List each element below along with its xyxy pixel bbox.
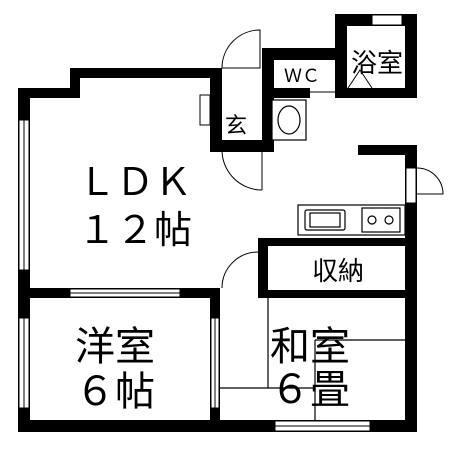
- right-door-swing: [416, 167, 444, 195]
- wall-top-step: [70, 68, 80, 98]
- ldk-name: ＬＤＫ: [78, 160, 192, 204]
- wall-entrance-bottom: [210, 140, 262, 152]
- wall-top-mid: [70, 68, 220, 78]
- storage-name: 収納: [312, 257, 364, 287]
- wall-storage-bottom: [258, 290, 417, 298]
- openings: [18, 14, 417, 432]
- doors: [221, 29, 444, 289]
- bath-name: 浴室: [351, 49, 403, 79]
- wall-kitchen-top: [358, 145, 417, 155]
- wall-entrance-left: [210, 68, 222, 150]
- japanese-name: 和室: [270, 324, 350, 370]
- wall-bottom-left: [18, 420, 213, 432]
- storage-door-swing: [221, 251, 259, 289]
- wall-wc-left: [262, 48, 274, 152]
- entrance-name: 玄: [225, 114, 247, 139]
- door-ldk-swing: [221, 149, 263, 191]
- wall-storage-top: [258, 238, 417, 246]
- western-name: 洋室: [75, 324, 155, 370]
- wall-top-left: [18, 88, 80, 98]
- japanese-size: ６畳: [270, 367, 350, 413]
- western-size: ６帖: [75, 369, 155, 415]
- wc-name: ＷＣ: [284, 66, 320, 87]
- ldk-size: １２帖: [78, 208, 192, 252]
- wall-bath-bottom: [335, 88, 417, 98]
- wall-wc-top: [262, 48, 342, 60]
- wall-wc-bottom: [262, 88, 310, 98]
- window-right: [405, 167, 417, 204]
- fixtures: [220, 99, 406, 420]
- wall-storage-left: [258, 238, 268, 298]
- wall-bath-left: [335, 14, 347, 94]
- entrance-door-swing: [221, 29, 261, 69]
- wall-bath-right: [405, 14, 417, 94]
- bath-door: [347, 69, 373, 89]
